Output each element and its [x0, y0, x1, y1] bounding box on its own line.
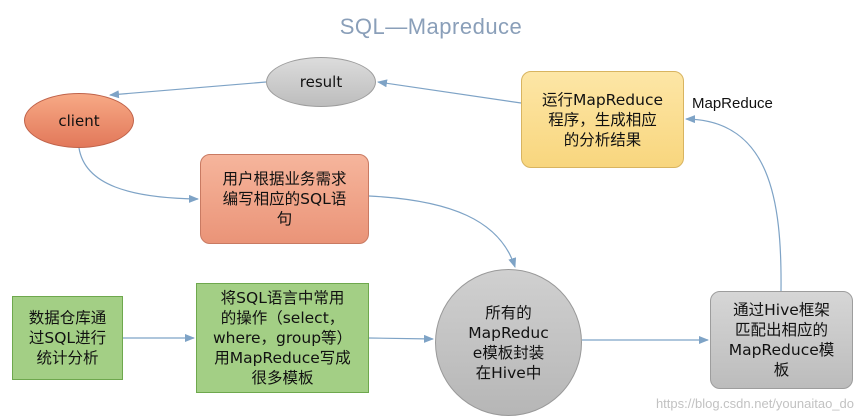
convert-node: 将SQL语言中常用 的操作（select， where，group等） 用Map…: [196, 283, 369, 393]
run-mapreduce-label: 运行MapReduce 程序，生成相应 的分析结果: [541, 90, 664, 149]
watermark: https://blog.csdn.net/younaitao_do: [655, 396, 854, 411]
hive-match-label: 通过Hive框架 匹配出相应的 MapReduce模 板: [728, 301, 835, 379]
result-node: result: [266, 57, 376, 107]
client-label: client: [58, 111, 100, 130]
edge-convert-to-all: [368, 334, 434, 343]
diagram-title: SQL—Mapreduce: [339, 14, 523, 39]
mapreduce-edge-label: MapReduce: [692, 95, 773, 112]
user-sql-label: 用户根据业务需求 编写相应的SQL语 句: [222, 170, 347, 228]
edge-hive-to-run: [685, 115, 782, 292]
user-sql-node: 用户根据业务需求 编写相应的SQL语 句: [200, 154, 369, 244]
hive-match-node: 通过Hive框架 匹配出相应的 MapReduce模 板: [710, 291, 853, 389]
edge-client-to-user: [78, 147, 199, 203]
warehouse-node: 数据仓库通 过SQL进行 统计分析: [12, 296, 123, 380]
run-mapreduce-node: 运行MapReduce 程序，生成相应 的分析结果: [521, 71, 684, 168]
edge-user-to-all: [368, 195, 517, 268]
client-node: client: [24, 93, 134, 148]
all-templates-node: 所有的 MapReduc e模板封装 在Hive中: [435, 269, 582, 416]
warehouse-label: 数据仓库通 过SQL进行 统计分析: [28, 309, 107, 367]
edge-result-to-client: [109, 81, 267, 99]
all-templates-label: 所有的 MapReduc e模板封装 在Hive中: [468, 303, 549, 382]
edge-run-to-result: [377, 79, 522, 104]
result-label: result: [299, 73, 343, 91]
convert-label: 将SQL语言中常用 的操作（select， where，group等） 用Map…: [212, 289, 353, 387]
